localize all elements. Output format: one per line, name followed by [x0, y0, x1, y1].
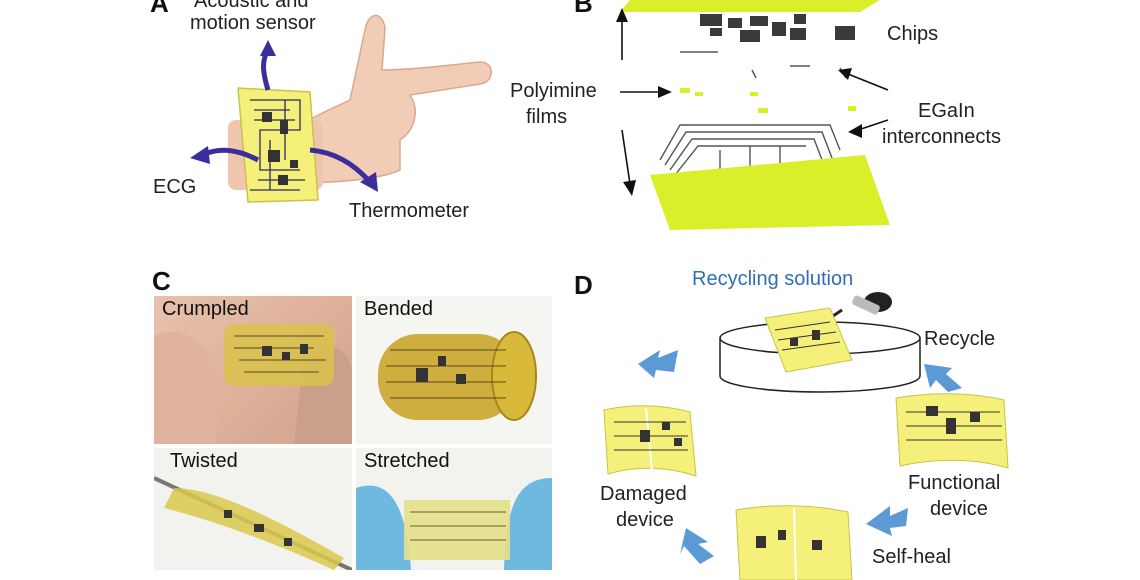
- panel-a-letter: A: [150, 0, 169, 18]
- label-egain-line1: EGaIn: [918, 100, 975, 122]
- label-egain-line2: interconnects: [882, 126, 1001, 148]
- top-film: [620, 0, 880, 12]
- label-ecg: ECG: [153, 176, 197, 198]
- arrow-selfheal: [866, 506, 908, 536]
- panel-b-exploded-view: [616, 0, 890, 230]
- bottom-film: [650, 155, 890, 230]
- label-thermometer: Thermometer: [349, 200, 470, 222]
- photo-caption-stretched: Stretched: [364, 450, 450, 472]
- arrow-recycle: [924, 364, 962, 392]
- label-functional-line2: device: [930, 498, 988, 520]
- wrist-film: [237, 87, 319, 203]
- arrow-right-thermo: [309, 147, 372, 184]
- chips-layer: [700, 14, 855, 42]
- label-chips: Chips: [887, 23, 939, 45]
- arrow-to-dish: [638, 350, 678, 378]
- panel-d-letter: D: [574, 270, 593, 300]
- egain-traces: [659, 124, 841, 176]
- photo-crumpled: Crumpled: [154, 296, 352, 444]
- label-acoustic-line2: motion sensor: [190, 12, 316, 34]
- label-damaged-line1: Damaged: [600, 483, 687, 505]
- label-damaged-line2: device: [616, 509, 674, 531]
- dish-body: [719, 338, 921, 393]
- photo-twisted: Twisted: [154, 448, 352, 570]
- label-functional-line1: Functional: [908, 472, 1001, 494]
- photo-bended: Bended: [356, 296, 552, 444]
- photo-stretched: Stretched: [356, 448, 552, 570]
- label-recycle: Recycle: [924, 328, 996, 350]
- label-recycling-solution: Recycling solution: [692, 268, 854, 290]
- label-polyimine-line1: Polyimine: [510, 80, 597, 102]
- photo-caption-twisted: Twisted: [170, 450, 238, 472]
- panel-c-letter: C: [152, 266, 171, 296]
- label-polyimine-line2: films: [526, 106, 568, 128]
- panel-b-letter: B: [574, 0, 593, 18]
- dropper-icon: [829, 292, 892, 320]
- label-acoustic-line1: Acoustic and: [194, 0, 309, 12]
- photo-caption-bended: Bended: [364, 298, 433, 320]
- arrow-to-selfheal: [680, 528, 714, 564]
- panel-d-cycle-diagram: [603, 292, 1009, 580]
- hand-shape: [269, 14, 492, 184]
- panel-a-illustration: [190, 14, 492, 203]
- label-self-heal: Self-heal: [872, 546, 951, 568]
- photo-caption-crumpled: Crumpled: [162, 298, 249, 320]
